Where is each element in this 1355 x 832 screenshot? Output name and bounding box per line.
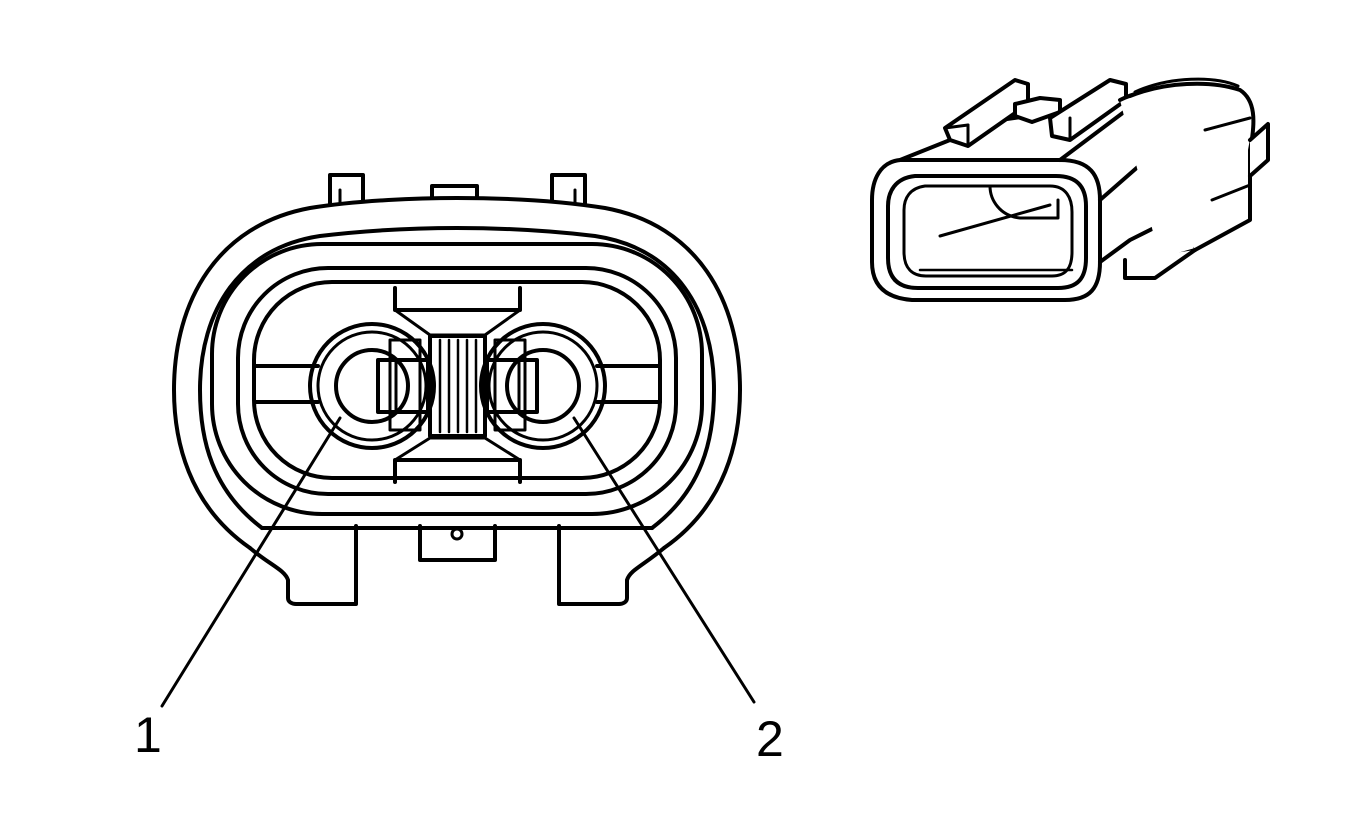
iso-ramp-center xyxy=(1013,96,1062,124)
bottom-foot-right xyxy=(557,524,666,606)
bottom-latch xyxy=(418,524,497,562)
leader-line-1 xyxy=(160,416,342,708)
callout-label-2: 2 xyxy=(756,711,784,767)
leader-line-2 xyxy=(572,416,756,704)
callout-label-1: 1 xyxy=(134,707,162,763)
connector-front-view xyxy=(172,173,742,606)
terminal-cavity-2 xyxy=(479,322,607,450)
bottom-foot-left xyxy=(248,524,358,606)
iso-ramp-right xyxy=(1048,78,1128,142)
iso-front-rim xyxy=(870,158,1102,302)
inner-shroud xyxy=(210,242,704,516)
center-divider xyxy=(428,334,487,438)
connector-iso-view xyxy=(870,77,1270,302)
